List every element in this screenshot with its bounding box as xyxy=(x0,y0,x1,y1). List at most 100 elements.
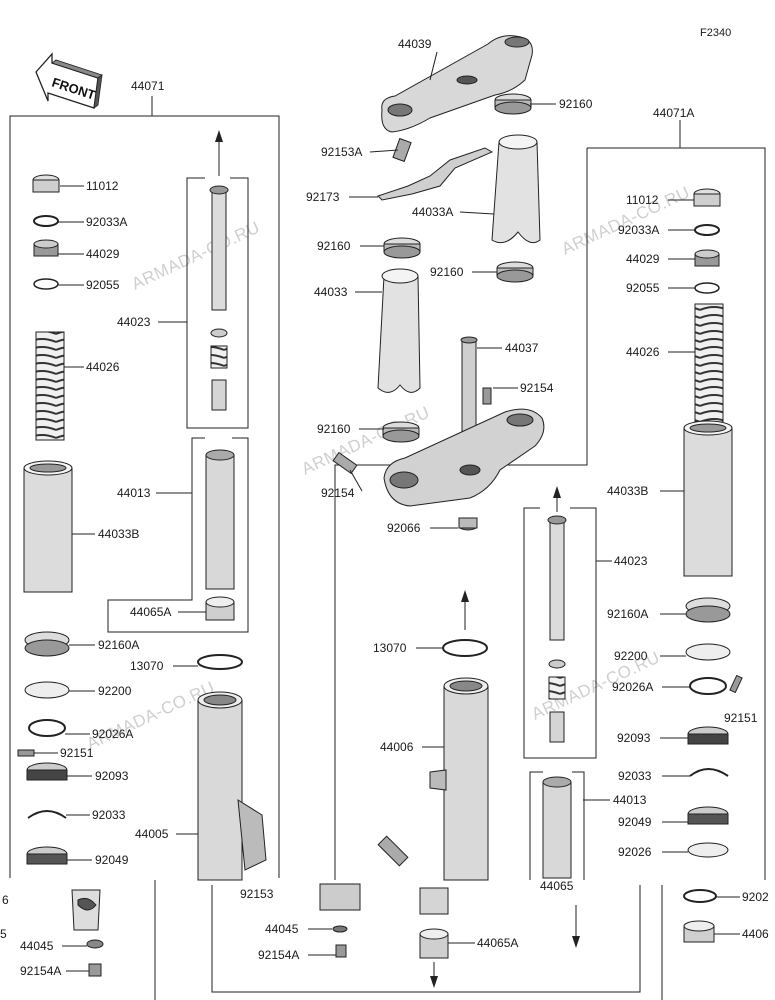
part-number: 6 xyxy=(2,893,9,907)
cap-11012-r xyxy=(693,188,721,207)
part-number: 4406 xyxy=(742,927,769,941)
part-number: 92160A xyxy=(98,638,139,652)
nut-44029-r xyxy=(694,249,720,267)
frame-44071A xyxy=(334,120,766,1000)
part-number: 92055 xyxy=(626,281,660,295)
part-number: 44065A xyxy=(477,936,518,950)
part-number: 44029 xyxy=(86,247,120,261)
bolt-92154-b xyxy=(332,451,358,475)
washer-92200-l xyxy=(24,681,70,699)
leader-lines xyxy=(34,51,740,972)
part-number: 5 xyxy=(0,927,7,941)
spring-44026-l xyxy=(35,331,65,441)
part-number: 92033A xyxy=(86,215,127,229)
part-number: 44071A xyxy=(653,106,694,120)
ring-13070-c xyxy=(442,590,488,657)
bush-92160-a xyxy=(383,237,421,259)
part-number: 44045 xyxy=(265,922,299,936)
bottom-right-parts xyxy=(683,889,717,943)
part-number: 92153A xyxy=(321,145,362,159)
spring-44026-r xyxy=(694,303,724,423)
rod-44023-l xyxy=(209,130,229,411)
seal-92066 xyxy=(458,517,478,531)
part-number: 92049 xyxy=(618,815,652,829)
oring-92055-r xyxy=(694,282,720,294)
seal-92049-r xyxy=(687,806,729,825)
part-number: 13070 xyxy=(373,641,407,655)
cylinder-44013-r xyxy=(542,776,572,879)
figure-code: F2340 xyxy=(700,27,731,39)
part-number: 92033 xyxy=(92,808,126,822)
inner-box-44023-l xyxy=(186,177,249,429)
part-number: 92151 xyxy=(60,746,94,760)
part-number: 44023 xyxy=(614,554,648,568)
part-number: 92026A xyxy=(612,680,653,694)
part-number: 92026 xyxy=(618,845,652,859)
part-number: 44029 xyxy=(626,252,660,266)
cover-44033A xyxy=(491,134,541,244)
inner-box-44013-r xyxy=(529,771,585,880)
bush-92160A-l xyxy=(24,631,70,657)
bush-92160-top xyxy=(494,93,532,115)
part-labels: 44039 92160 44071 44071A 92153A 92173 44… xyxy=(0,37,769,978)
outer-tube-44006 xyxy=(429,677,489,881)
part-number: 92033A xyxy=(618,223,659,237)
bush-92160-b xyxy=(496,261,534,283)
inner-box-44013-l xyxy=(107,437,249,633)
bottom-frames xyxy=(211,885,641,993)
rod-44023-r xyxy=(547,486,567,743)
part-number: 11012 xyxy=(86,179,119,193)
seal-92049-l xyxy=(26,846,68,865)
part-number: 44065A xyxy=(130,605,171,619)
part-number: 13070 xyxy=(130,659,164,673)
part-number: 92093 xyxy=(95,769,129,783)
part-number: 11012 xyxy=(626,193,659,207)
bush-44065A-l xyxy=(205,596,235,621)
part-number: 44071 xyxy=(131,79,165,93)
cover-44033 xyxy=(377,268,421,393)
part-number: 92200 xyxy=(98,684,132,698)
part-number: 92154A xyxy=(258,948,299,962)
part-number: 44065 xyxy=(540,879,574,893)
bracket-92173 xyxy=(377,147,494,201)
bolt-92154-a xyxy=(482,387,492,405)
bolt-lower-c xyxy=(377,835,409,867)
part-number: 44033A xyxy=(412,205,453,219)
nut-44029-l xyxy=(33,239,59,257)
bottom-center-parts xyxy=(319,883,580,988)
ring-92026-r xyxy=(687,842,729,858)
tube-44033B-l xyxy=(23,460,73,593)
frame-44071 xyxy=(9,96,280,1000)
bush-92160A-r xyxy=(685,597,731,623)
upper-triple-clamp xyxy=(381,35,533,133)
screw-92151-l xyxy=(17,749,35,757)
part-number: 44033 xyxy=(314,285,348,299)
part-number: 44026 xyxy=(626,345,660,359)
washer-92200-r xyxy=(685,643,731,661)
clamp-92026A-r xyxy=(689,677,727,695)
part-number: 92055 xyxy=(86,278,120,292)
clamp-92026A-l xyxy=(28,719,66,737)
part-number: 9202 xyxy=(742,890,769,904)
part-number: 92154 xyxy=(321,486,355,500)
screw-92151-r xyxy=(729,674,743,694)
part-number: 92160 xyxy=(317,422,351,436)
front-arrow-icon: FRONT xyxy=(35,52,103,109)
clip-92033-l xyxy=(27,810,67,819)
cylinder-44013-l xyxy=(205,449,235,590)
part-number: 92154A xyxy=(20,964,61,978)
seal-92093-r xyxy=(687,726,729,745)
ring-13070-l xyxy=(197,654,243,670)
inner-box-44023-r xyxy=(523,507,597,759)
cap-11012-l xyxy=(32,174,60,193)
tube-44033B-r xyxy=(683,420,733,577)
ring-92033A-l xyxy=(33,215,59,227)
part-number: 44023 xyxy=(117,315,151,329)
part-number: 92066 xyxy=(387,521,421,535)
part-number: 44033B xyxy=(98,527,139,541)
part-number: 44037 xyxy=(505,341,539,355)
part-number: 44033B xyxy=(607,484,648,498)
part-number: 92154 xyxy=(520,381,554,395)
